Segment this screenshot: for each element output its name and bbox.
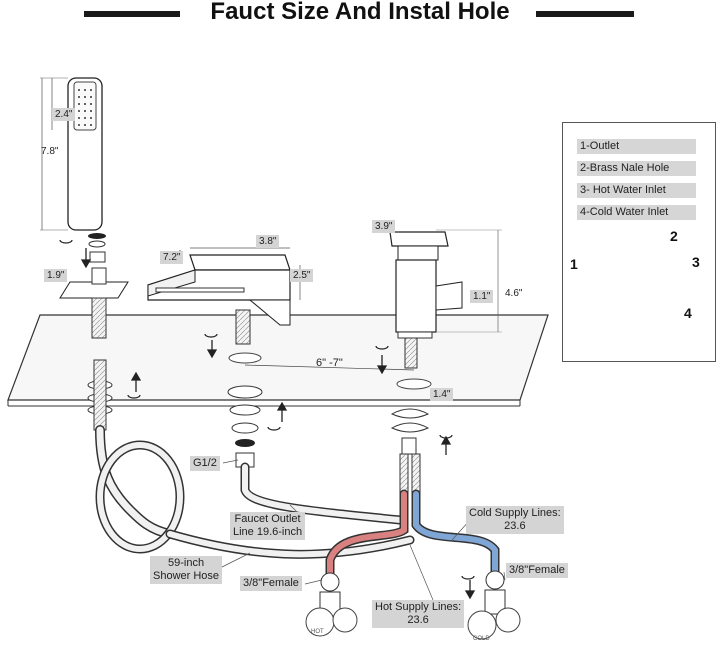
control-handle xyxy=(389,229,502,369)
legend-number-1: 1 xyxy=(570,256,578,272)
label-faucet-outlet-line: Faucet Outlet Line 19.6-inch xyxy=(230,512,306,540)
page-title: Fauct Size And Instal Hole xyxy=(210,0,510,25)
label-female-left: 3/8"Female xyxy=(240,576,302,591)
legend-number-2: 2 xyxy=(670,228,678,244)
dim-handle-width: 3.9" xyxy=(372,220,396,233)
waterfall-spout xyxy=(147,247,301,345)
label-cold-supply-1: Cold Supply Lines: xyxy=(469,507,561,519)
deck-hole-1 xyxy=(228,352,262,364)
hot-supply-line xyxy=(325,489,409,580)
title-rule-right xyxy=(536,11,634,17)
label-shower-hose: 59-inch Shower Hose xyxy=(150,556,223,584)
dim-handshower-height: 7.8" xyxy=(41,146,59,157)
dim-spout-top-width: 3.8" xyxy=(256,235,280,248)
legend-item-hot-water-inlet: 3- Hot Water Inlet xyxy=(577,183,696,198)
dim-handshower-head-width: 2.4" xyxy=(52,108,76,121)
dim-spout-height: 2.5" xyxy=(290,269,314,282)
label-cold-supply-2: 23.6 xyxy=(504,520,526,532)
label-hot-supply-1: Hot Supply Lines: xyxy=(375,601,462,613)
dim-hole-diameter: 1.4" xyxy=(430,388,454,401)
dim-holder-width: 1.9" xyxy=(44,269,68,282)
deck-plate xyxy=(7,314,549,407)
middle-mount-hardware xyxy=(227,385,263,468)
cold-angle-valve xyxy=(467,570,521,640)
label-hot-supply: Hot Supply Lines: 23.6 xyxy=(372,600,465,628)
legend-item-outlet: 1-Outlet xyxy=(577,139,696,154)
dim-spout-depth: 7.2" xyxy=(160,251,184,264)
label-cold-supply: Cold Supply Lines: 23.6 xyxy=(466,506,564,534)
direction-arrows xyxy=(80,248,476,600)
title-rule-left xyxy=(84,11,180,17)
dim-hole-spacing: 6" -7" xyxy=(316,357,343,369)
deck-hole-2 xyxy=(396,378,432,390)
faucet-outlet-line xyxy=(240,462,405,525)
label-g-thread: G1/2 xyxy=(190,456,220,471)
dim-handle-lever: 1.1" xyxy=(470,290,494,303)
valve-tag-cold: COLD xyxy=(473,636,490,642)
hole-spacing-dimension xyxy=(244,364,415,371)
shower-hose xyxy=(95,425,415,559)
label-female-right: 3/8"Female xyxy=(506,563,568,578)
valve-tag-hot: HOT xyxy=(311,629,324,635)
label-faucet-outlet-line-1: Faucet Outlet xyxy=(234,513,301,525)
label-shower-hose-1: 59-inch xyxy=(167,557,205,569)
label-shower-hose-2: Shower Hose xyxy=(153,570,220,582)
cold-supply-line xyxy=(411,489,500,580)
label-hot-supply-2: 23.6 xyxy=(407,614,429,626)
left-mount-hardware xyxy=(87,359,113,431)
hot-angle-valve xyxy=(305,572,358,637)
label-faucet-outlet-line-2: Line 19.6-inch xyxy=(233,526,303,538)
right-mount-hardware xyxy=(390,408,430,495)
title-bar: Fauct Size And Instal Hole xyxy=(0,0,720,28)
legend-item-brass-nale-hole: 2-Brass Nale Hole xyxy=(577,161,696,176)
legend-number-3: 3 xyxy=(692,254,700,270)
legend-panel: 1-Outlet 2-Brass Nale Hole 3- Hot Water … xyxy=(562,122,716,362)
handshower xyxy=(40,77,129,339)
legend-item-cold-water-inlet: 4-Cold Water Inlet xyxy=(577,205,696,220)
dim-handle-height: 4.6" xyxy=(505,288,523,299)
legend-number-4: 4 xyxy=(684,305,692,321)
